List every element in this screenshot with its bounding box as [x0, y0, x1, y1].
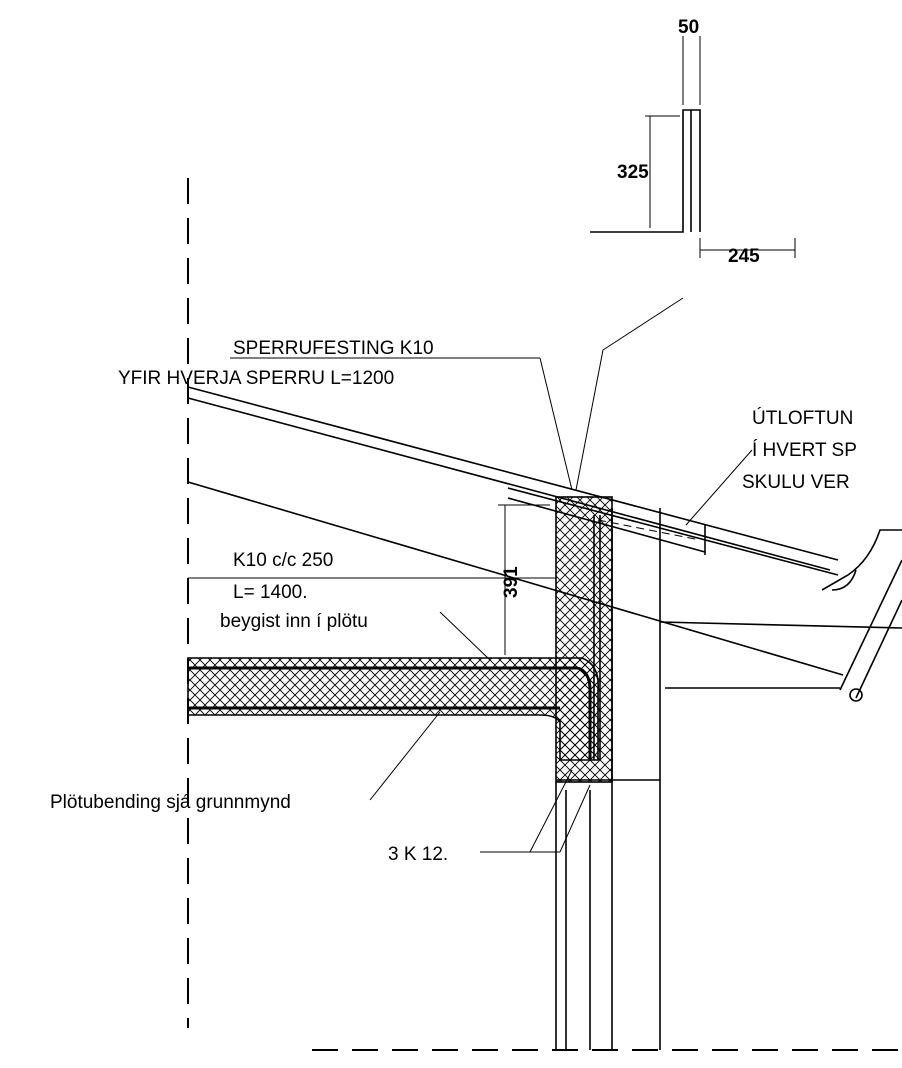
label-rafter-fixing-1: SPERRUFESTING K10	[233, 338, 434, 359]
dim-upstand-height: 325	[617, 162, 649, 183]
label-soffit-3: SKULU VER	[742, 472, 850, 493]
label-slab-rebar-note: Plötubending sjá grunnmynd	[50, 792, 291, 813]
slab-section	[187, 657, 599, 761]
dim-fascia-height: 391	[501, 566, 522, 598]
label-rebar-3: beygist inn í plötu	[220, 611, 368, 632]
label-rafter-fixing-2: YFIR HVERJA SPERRU L=1200	[118, 368, 394, 389]
dim-flange-width: 245	[728, 246, 760, 267]
label-soffit-2: Í HVERT SP	[752, 440, 857, 461]
leader-slab-rebar	[369, 711, 441, 801]
leader-profile	[602, 297, 684, 351]
label-soffit-1: ÚTLOFTUN	[752, 407, 853, 429]
label-bottom-rebar: 3 K 12.	[388, 844, 448, 865]
label-rebar-2: L= 1400.	[233, 582, 308, 603]
wall-section	[555, 496, 706, 1050]
leader-soffit	[685, 449, 753, 526]
eaves-detail	[659, 529, 902, 702]
fixing-profile-detail	[590, 36, 796, 258]
label-rebar-1: K10 c/c 250	[233, 550, 333, 571]
dim-top-width: 50	[678, 17, 699, 38]
